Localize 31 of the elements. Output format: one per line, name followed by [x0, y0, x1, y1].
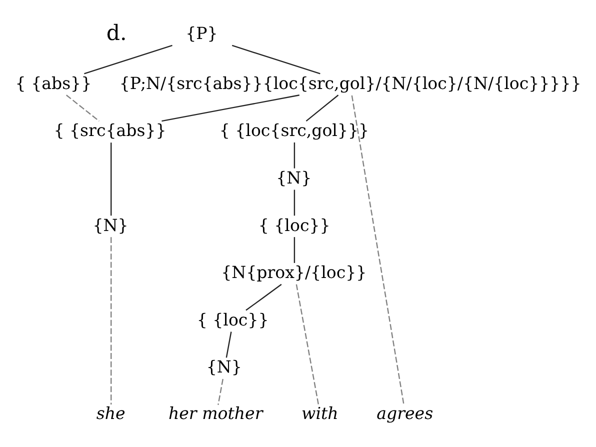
- connector: [306, 94, 339, 121]
- connector: [226, 331, 232, 358]
- node-text: {N}: [92, 215, 128, 234]
- node-text: {P}: [186, 24, 218, 43]
- connector: [294, 189, 296, 216]
- connector: [66, 94, 100, 121]
- node-text: her mother: [168, 403, 263, 422]
- connector: [232, 44, 320, 74]
- node-text: agrees: [376, 403, 434, 422]
- connector: [84, 44, 172, 74]
- connector: [218, 378, 224, 405]
- node-text: { {loc}}: [258, 215, 330, 234]
- node-text: {P;N/{src{abs}}{loc{src,gol}/{N/{loc}/{N/{loc}}}}}: [119, 73, 582, 92]
- connector: [110, 142, 112, 216]
- node-text: { {abs}}: [15, 73, 92, 92]
- node-text: { {src{abs}}: [54, 120, 166, 140]
- node-text: { {loc}}: [196, 310, 269, 329]
- label: d.: [106, 20, 127, 46]
- connector: [246, 283, 282, 310]
- node-text: with: [302, 403, 338, 422]
- node-text: she: [96, 403, 126, 422]
- connector: [294, 236, 296, 262]
- connector: [296, 284, 320, 404]
- connector: [351, 94, 404, 404]
- node-text: {N}: [206, 357, 242, 376]
- node-text: {N{prox}/{loc}}: [221, 262, 367, 282]
- connector: [110, 236, 112, 404]
- node-text: { {loc{src,gol}}}: [219, 120, 370, 140]
- node-text: {N}: [276, 168, 312, 187]
- connector: [162, 94, 300, 122]
- connector: [294, 142, 296, 168]
